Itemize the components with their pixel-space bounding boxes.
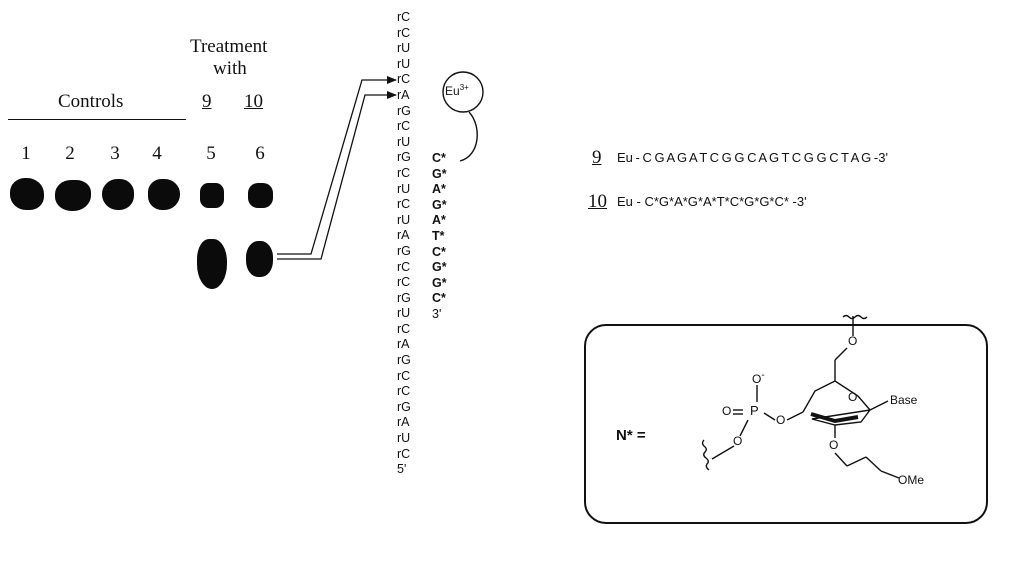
ome-label: OMe bbox=[898, 473, 924, 487]
two-prime-oxygen: O bbox=[829, 438, 838, 452]
base-label: Base bbox=[890, 393, 917, 407]
ester-oxygen: O bbox=[776, 413, 785, 427]
phosphorus-atom: P bbox=[750, 403, 759, 418]
double-bond-oxygen: O bbox=[722, 404, 731, 418]
squiggle-left bbox=[703, 440, 710, 470]
phosphate-o-minus: O- bbox=[752, 370, 765, 386]
ring-oxygen: O bbox=[848, 390, 857, 404]
top-oxygen: O bbox=[848, 334, 857, 348]
bridging-oxygen: O bbox=[733, 434, 742, 448]
